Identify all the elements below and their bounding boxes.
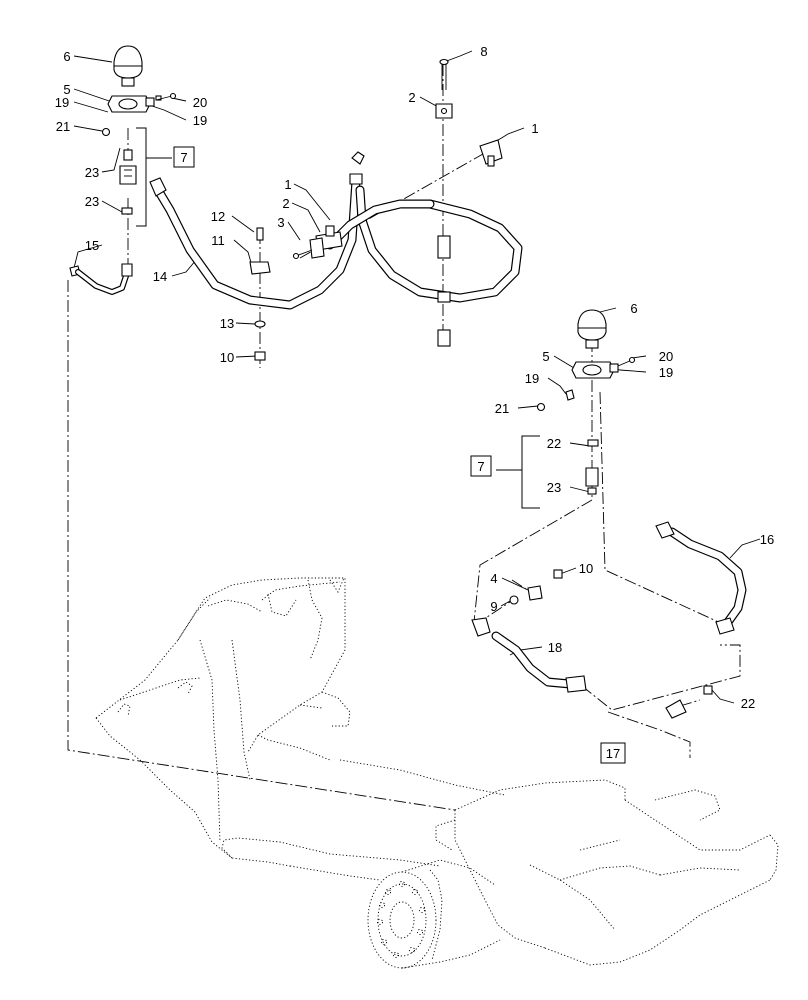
nut-21-upper	[101, 127, 111, 137]
boxed-callout-17: 17	[600, 742, 626, 764]
bolt-3	[292, 249, 313, 260]
callout-label-20: 20	[193, 95, 207, 110]
callout-label-4: 4	[490, 571, 497, 586]
callout-label-19: 19	[55, 95, 69, 110]
valve-23-upper	[119, 149, 137, 185]
nut-10-lower	[553, 569, 563, 579]
boxed-callout-7: 7	[470, 455, 492, 477]
bolt-12	[256, 227, 264, 241]
callout-label-6: 6	[63, 49, 70, 64]
wheel-hub	[367, 859, 501, 969]
bolt-20-upper	[155, 92, 177, 101]
fitting-22-lower	[665, 685, 713, 719]
clamp-2-top	[435, 103, 453, 119]
callout-label-23: 23	[85, 165, 99, 180]
accumulator-bracket-upper	[107, 95, 162, 113]
callout-label-8: 8	[480, 44, 487, 59]
accumulator-bracket-lower	[571, 361, 619, 379]
boxed-callout-7: 7	[173, 146, 195, 168]
callout-label-20: 20	[659, 349, 673, 364]
fitting-4	[527, 585, 543, 601]
hose-14	[149, 151, 365, 310]
callout-label-23: 23	[85, 194, 99, 209]
callout-label-12: 12	[211, 209, 225, 224]
callout-label-2: 2	[408, 90, 415, 105]
boxed-callout-label: 7	[180, 150, 187, 165]
callout-label-22: 22	[547, 436, 561, 451]
callout-label-9: 9	[490, 599, 497, 614]
axle-housing	[95, 577, 441, 881]
callout-label-1: 1	[531, 121, 538, 136]
callout-label-3: 3	[277, 215, 284, 230]
callout-label-14: 14	[153, 269, 167, 284]
boxed-callout-frame	[470, 455, 492, 477]
valve-23-lower	[585, 467, 599, 495]
boxed-callouts: 7 7 17	[173, 146, 626, 764]
seal-22-lower	[587, 439, 599, 447]
callout-label-5: 5	[63, 82, 70, 97]
washer-9	[509, 595, 519, 605]
callout-label-23: 23	[547, 480, 561, 495]
boxed-callout-label: 17	[606, 746, 620, 761]
bolt-20-lower	[617, 356, 636, 367]
callout-label-19: 19	[659, 365, 673, 380]
boxed-callout-frame	[600, 742, 626, 764]
callout-label-6: 6	[630, 301, 637, 316]
hose-18	[471, 617, 587, 693]
boxed-callout-label: 7	[477, 459, 484, 474]
nut-10-upper	[254, 351, 266, 361]
callout-label-10: 10	[579, 561, 593, 576]
accumulator-upper	[113, 45, 143, 87]
callout-label-21: 21	[495, 401, 509, 416]
callout-label-5: 5	[542, 349, 549, 364]
connection-lines	[67, 64, 741, 811]
bracket-7-upper	[136, 127, 172, 227]
callout-label-19: 19	[193, 113, 207, 128]
callout-label-22: 22	[741, 696, 755, 711]
callout-label-2: 2	[282, 196, 289, 211]
callout-label-19: 19	[525, 371, 539, 386]
clamp-parts-center	[437, 235, 451, 347]
accumulator-lower	[577, 309, 607, 349]
callout-label-11: 11	[211, 233, 225, 248]
callout-label-18: 18	[548, 640, 562, 655]
bolt-8	[439, 58, 449, 90]
nut-21-lower	[536, 402, 546, 412]
callout-label-1: 1	[284, 177, 291, 192]
pin-19-lower	[565, 389, 575, 401]
callout-label-21: 21	[56, 119, 70, 134]
callout-label-10: 10	[220, 350, 234, 365]
callout-label-13: 13	[220, 316, 234, 331]
seal-23-upper	[121, 207, 133, 215]
clamp-1-top	[479, 139, 503, 167]
boxed-callout-frame	[173, 146, 195, 168]
callout-label-15: 15	[85, 238, 99, 253]
axle-beam	[339, 759, 779, 966]
hose-16	[655, 521, 747, 635]
washer-13	[254, 320, 266, 328]
tube-15	[69, 263, 133, 295]
bracket-7-lower	[496, 435, 540, 509]
hose-1	[325, 185, 523, 303]
clip-11	[249, 261, 271, 275]
callout-label-16: 16	[760, 532, 774, 547]
clamp-2-mid	[309, 237, 325, 259]
